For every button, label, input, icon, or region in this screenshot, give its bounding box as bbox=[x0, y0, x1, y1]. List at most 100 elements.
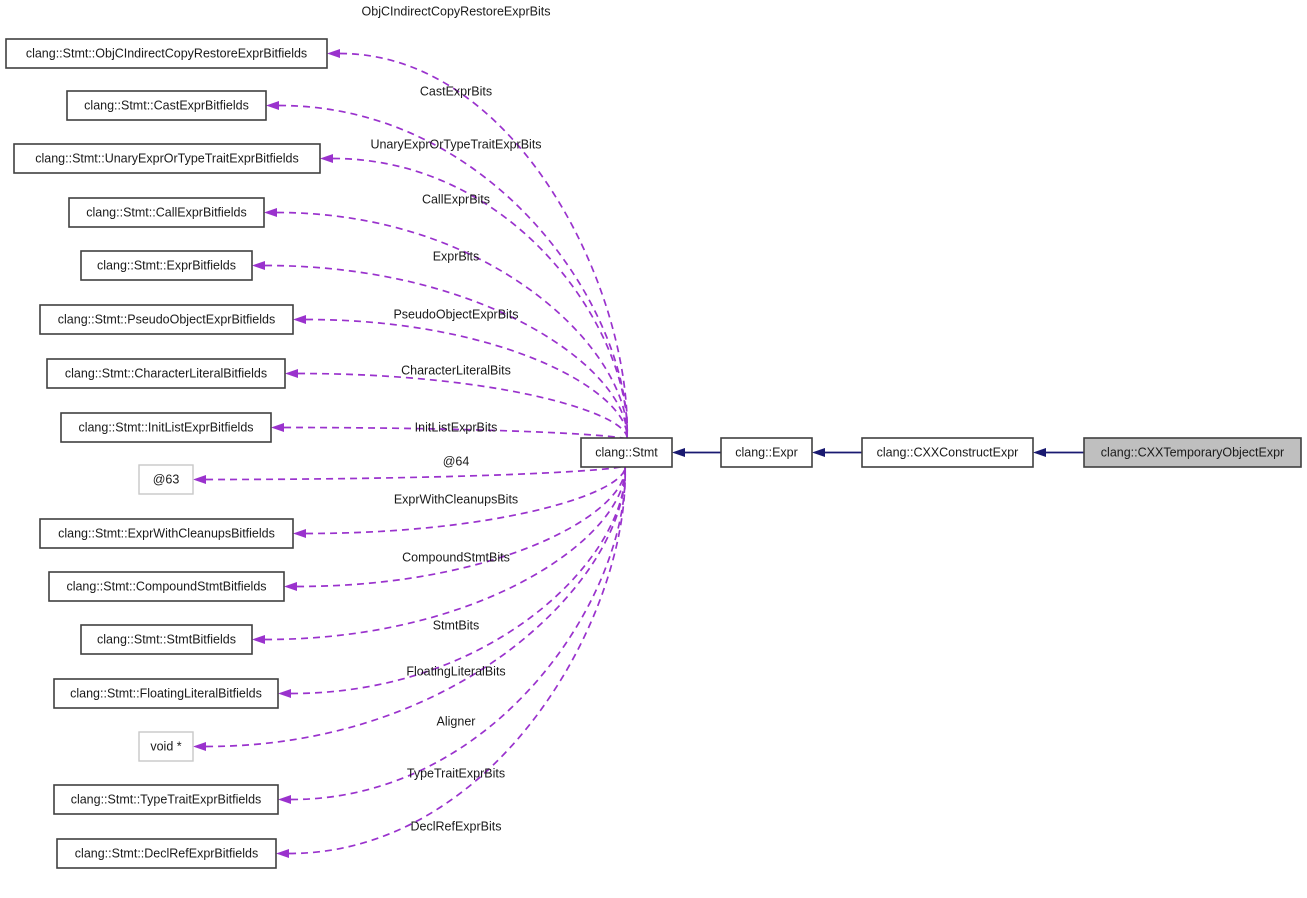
class-node-cxxtemporaryobjectexpr[interactable]: clang::CXXTemporaryObjectExpr bbox=[1083, 437, 1302, 468]
arrowhead bbox=[252, 635, 265, 644]
usage-edge-label-at63: @64 bbox=[443, 454, 470, 468]
node-rect bbox=[861, 437, 1034, 468]
usage-edge-label-objcindirectcopyrestore: ObjCIndirectCopyRestoreExprBits bbox=[362, 4, 551, 18]
member-node-typetraitexpr[interactable]: clang::Stmt::TypeTraitExprBitfields bbox=[53, 784, 279, 815]
usage-edge-compoundstmt bbox=[296, 464, 626, 588]
member-node-at63[interactable]: @63 bbox=[138, 464, 194, 495]
usage-edge-label-unaryexprortypetrait: UnaryExprOrTypeTraitExprBits bbox=[370, 137, 541, 151]
node-label: clang::Stmt::TypeTraitExprBitfields bbox=[71, 792, 262, 806]
usage-edge-label-exprwithcleanups: ExprWithCleanupsBits bbox=[394, 492, 518, 506]
node-rect bbox=[5, 38, 328, 69]
arrowhead bbox=[278, 795, 291, 804]
node-rect bbox=[46, 358, 286, 389]
node-label: clang::Stmt::DeclRefExprBitfields bbox=[75, 846, 258, 860]
usage-edge-label-expr_bitfields: ExprBits bbox=[433, 249, 480, 263]
arrowhead bbox=[193, 475, 206, 484]
node-label: clang::Stmt::CompoundStmtBitfields bbox=[66, 579, 266, 593]
arrowhead bbox=[320, 154, 333, 163]
usage-edge-expr_bitfields bbox=[264, 264, 628, 441]
member-node-compoundstmt[interactable]: clang::Stmt::CompoundStmtBitfields bbox=[48, 571, 285, 602]
usage-edge-voidptr bbox=[205, 464, 626, 748]
usage-edge-unaryexprortypetrait bbox=[332, 157, 628, 441]
usage-edge-pseudoobjectexpr bbox=[305, 318, 628, 441]
usage-edge-characterliteral bbox=[297, 372, 628, 441]
usage-edge-label-characterliteral: CharacterLiteralBits bbox=[401, 363, 511, 377]
node-label: clang::Stmt::FloatingLiteralBitfields bbox=[70, 686, 262, 700]
member-node-callexpr[interactable]: clang::Stmt::CallExprBitfields bbox=[68, 197, 265, 228]
usage-edge-stmtbitfields bbox=[264, 464, 626, 641]
arrowhead bbox=[1033, 448, 1046, 457]
node-rect bbox=[138, 731, 194, 762]
usage-edge-label-typetraitexpr: TypeTraitExprBits bbox=[407, 766, 505, 780]
node-rect bbox=[80, 624, 253, 655]
arrowhead bbox=[672, 448, 685, 457]
node-label: clang::CXXTemporaryObjectExpr bbox=[1101, 445, 1284, 459]
node-label: clang::Expr bbox=[735, 445, 798, 459]
usage-edge-callexpr bbox=[276, 211, 628, 441]
member-node-pseudoobjectexpr[interactable]: clang::Stmt::PseudoObjectExprBitfields bbox=[39, 304, 294, 335]
node-label: void * bbox=[150, 739, 181, 753]
inheritance-edge-layer bbox=[672, 448, 1084, 457]
usage-edge-label-voidptr: Aligner bbox=[437, 714, 476, 728]
usage-edge-label-pseudoobjectexpr: PseudoObjectExprBits bbox=[393, 307, 518, 321]
arrowhead bbox=[276, 849, 289, 858]
arrowhead bbox=[193, 742, 206, 751]
member-node-voidptr[interactable]: void * bbox=[138, 731, 194, 762]
node-rect bbox=[80, 250, 253, 281]
node-rect bbox=[53, 678, 279, 709]
member-node-floatingliteral[interactable]: clang::Stmt::FloatingLiteralBitfields bbox=[53, 678, 279, 709]
arrowhead bbox=[327, 49, 340, 58]
arrowhead bbox=[293, 529, 306, 538]
usage-edge-exprwithcleanups bbox=[305, 464, 626, 535]
member-node-exprwithcleanups[interactable]: clang::Stmt::ExprWithCleanupsBitfields bbox=[39, 518, 294, 549]
usage-edge-label-compoundstmt: CompoundStmtBits bbox=[402, 550, 510, 564]
node-label: clang::Stmt::PseudoObjectExprBitfields bbox=[58, 312, 275, 326]
node-rect bbox=[13, 143, 321, 174]
arrowhead bbox=[284, 582, 297, 591]
usage-edge-label-callexpr: CallExprBits bbox=[422, 192, 490, 206]
arrowhead bbox=[252, 261, 265, 270]
usage-edge-at63 bbox=[205, 464, 626, 481]
node-rect bbox=[39, 304, 294, 335]
usage-edge-declrefexpr bbox=[288, 464, 626, 855]
arrowhead bbox=[293, 315, 306, 324]
class-node-cxxconstructexpr[interactable]: clang::CXXConstructExpr bbox=[861, 437, 1034, 468]
node-rect bbox=[53, 784, 279, 815]
node-rect bbox=[1083, 437, 1302, 468]
member-node-castexpr[interactable]: clang::Stmt::CastExprBitfields bbox=[66, 90, 267, 121]
class-node-stmt[interactable]: clang::Stmt bbox=[580, 437, 673, 468]
node-rect bbox=[580, 437, 673, 468]
member-node-initlistexpr[interactable]: clang::Stmt::InitListExprBitfields bbox=[60, 412, 272, 443]
usage-edge-label-castexpr: CastExprBits bbox=[420, 84, 492, 98]
node-rect bbox=[56, 838, 277, 869]
usage-edge-objcindirectcopyrestore bbox=[339, 52, 628, 441]
usage-edge-typetraitexpr bbox=[290, 464, 626, 801]
inheritance-node-layer: clang::Stmt clang::Expr clang::CXXConstruc… bbox=[580, 437, 1302, 468]
node-label: clang::Stmt::ObjCIndirectCopyRestoreExpr… bbox=[26, 46, 307, 60]
usage-edge-label-floatingliteral: FloatingLiteralBits bbox=[406, 664, 505, 678]
member-node-objcindirectcopyrestore[interactable]: clang::Stmt::ObjCIndirectCopyRestoreExpr… bbox=[5, 38, 328, 69]
arrowhead bbox=[278, 689, 291, 698]
edge-label-layer: ObjCIndirectCopyRestoreExprBitsCastExprB… bbox=[362, 4, 551, 833]
member-node-layer: clang::Stmt::ObjCIndirectCopyRestoreExpr… bbox=[5, 38, 328, 869]
node-rect bbox=[39, 518, 294, 549]
node-rect bbox=[138, 464, 194, 495]
node-label: clang::Stmt::UnaryExprOrTypeTraitExprBit… bbox=[35, 151, 299, 165]
member-node-characterliteral[interactable]: clang::Stmt::CharacterLiteralBitfields bbox=[46, 358, 286, 389]
node-label: @63 bbox=[153, 472, 180, 486]
member-node-declrefexpr[interactable]: clang::Stmt::DeclRefExprBitfields bbox=[56, 838, 277, 869]
class-node-expr[interactable]: clang::Expr bbox=[720, 437, 813, 468]
arrowhead bbox=[266, 101, 279, 110]
usage-edge-label-declrefexpr: DeclRefExprBits bbox=[411, 819, 502, 833]
member-node-expr_bitfields[interactable]: clang::Stmt::ExprBitfields bbox=[80, 250, 253, 281]
node-label: clang::Stmt::CallExprBitfields bbox=[86, 205, 246, 219]
usage-edge-floatingliteral bbox=[290, 464, 626, 695]
node-label: clang::CXXConstructExpr bbox=[877, 445, 1019, 459]
node-label: clang::Stmt::ExprBitfields bbox=[97, 258, 236, 272]
member-node-unaryexprortypetrait[interactable]: clang::Stmt::UnaryExprOrTypeTraitExprBit… bbox=[13, 143, 321, 174]
member-node-stmtbitfields[interactable]: clang::Stmt::StmtBitfields bbox=[80, 624, 253, 655]
node-label: clang::Stmt::ExprWithCleanupsBitfields bbox=[58, 526, 275, 540]
node-rect bbox=[720, 437, 813, 468]
